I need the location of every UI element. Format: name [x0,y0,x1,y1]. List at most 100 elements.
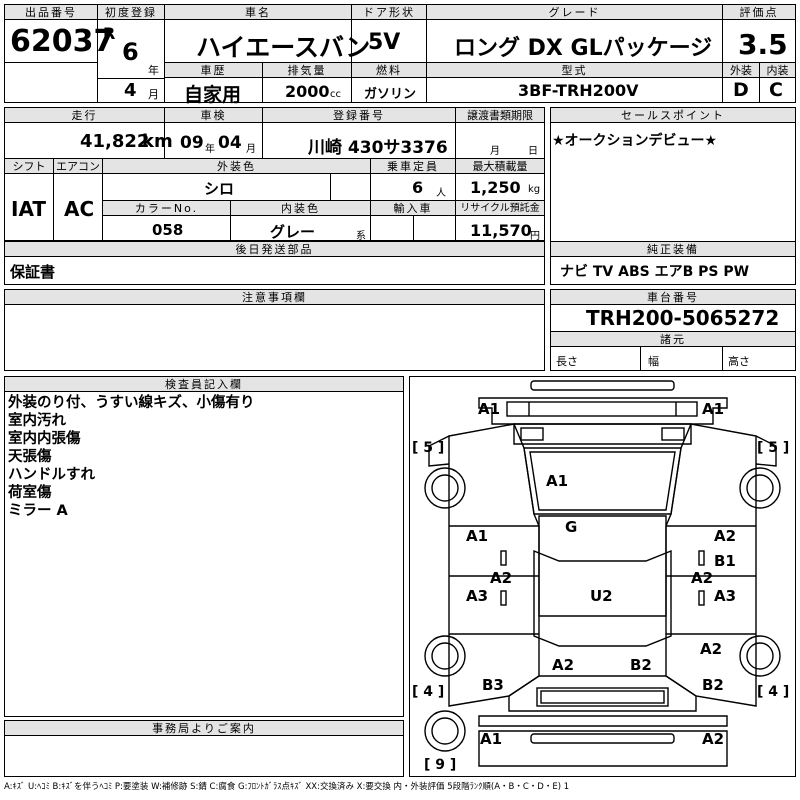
capacity-unit: 人 [436,188,446,199]
inspection-label: 車検 [165,108,262,123]
sales-point-label: セールスポイント [551,108,795,123]
length-label: 長さ [556,355,578,368]
inspector-line: ハンドルすれ [8,467,95,483]
mileage: 41,822 [80,131,150,152]
car-name: ハイエースバン [196,33,371,62]
fuel: ガソリン [364,87,417,102]
capacity: 6 [412,178,424,197]
damage-mark: A2 [702,730,725,748]
color-label: 外装色 [103,159,370,174]
chassis-number: TRH200-5065272 [586,306,780,330]
inspector-line: 外装のり付、うすい線キズ、小傷有り [8,395,255,411]
notes-label: 注意事項欄 [5,290,544,305]
history: 自家用 [184,84,242,106]
first-reg-label: 初度登録 [98,5,164,20]
damage-mark: A1 [466,527,489,545]
ac-label: エアコン [54,159,102,174]
door-type: 5V [368,30,401,55]
color-no: 058 [152,221,184,239]
wheel-label: [ 4 ] [757,684,790,700]
damage-mark: B2 [702,676,724,694]
recycle-unit: 円 [530,231,540,242]
exterior-grade: D [733,79,749,101]
damage-mark: A3 [466,587,489,605]
damage-mark: A2 [714,527,737,545]
max-load: 1,250 [470,178,521,197]
inspection-month-unit: 月 [246,144,256,155]
damage-mark: B1 [714,552,736,570]
damage-mark: A1 [478,400,501,418]
interior-color: グレー [270,223,316,241]
sales-point [550,107,796,285]
interior-label: 内装 [760,63,795,78]
load-label: 最大積載量 [456,159,544,174]
int-color-label: 内装色 [231,201,370,216]
damage-mark: B3 [482,676,504,694]
capacity-label: 乗車定員 [371,159,455,174]
chassis-label: 車台番号 [551,290,795,305]
recycle-label: リサイクル預託金 [456,201,544,216]
later-parts-label: 後日発送部品 [5,242,544,257]
inspector-line: 荷室傷 [8,485,52,501]
inspection-month: 04 [218,133,242,153]
interior-color-unit: 系 [356,231,366,242]
door-label: ドア形状 [352,5,426,20]
width-label: 幅 [648,355,659,368]
legend: A:ｷｽﾞ U:ﾍｺﾐ B:ｷｽﾞを伴うﾍｺﾐ P:要塗装 W:補修跡 S:錆 … [4,782,570,792]
damage-mark: A2 [490,569,513,587]
damage-mark: U2 [590,587,613,605]
inspector-line: 天張傷 [8,449,52,465]
lot-label: 出品番号 [5,5,97,20]
later-parts-text: 保証書 [10,263,56,281]
displacement-unit: cc [330,89,341,100]
equipment-label: 純正装備 [551,242,795,257]
sales-point-text: ★オークションデビュー★ [552,133,718,149]
interior-grade: C [769,79,783,101]
score: 3.5 [738,28,788,61]
load-unit: kg [528,184,541,195]
exterior-label: 外装 [723,63,759,78]
reg-year: 6 [122,38,139,66]
color-no-label: カラーNo. [103,201,230,216]
wheel-label: [ 4 ] [412,684,445,700]
fuel-label: 燃料 [352,63,426,78]
damage-mark: A3 [714,587,737,605]
damage-mark: A2 [552,656,575,674]
year-unit: 年 [148,64,159,77]
damage-mark: A2 [700,640,723,658]
model-label: 型式 [427,63,722,78]
import-label: 輸入車 [371,201,455,216]
car-name-label: 車名 [165,5,351,20]
transfer-month-unit: 月 [490,146,500,157]
era: R [103,24,116,43]
ac: AC [64,197,95,221]
later-parts [4,241,545,285]
equipment-text: ナビ TV ABS エアB PS PW [560,264,750,280]
inspection-year: 09 [180,133,204,153]
damage-mark: B2 [630,656,652,674]
dimensions-label: 諸元 [551,332,795,347]
grade-label: グレード [427,5,722,20]
mileage-unit: km [142,131,173,152]
inspector-notes [4,376,404,717]
month-unit: 月 [148,88,159,101]
height-label: 高さ [728,355,750,368]
shift-label: シフト [5,159,53,174]
chassis [550,289,796,371]
damage-mark: A2 [691,569,714,587]
inspector-line: ミラー A [8,503,68,519]
history-label: 車歴 [165,63,262,78]
lot-number: 62037 [10,24,115,59]
transfer-day-unit: 日 [528,146,538,157]
recycle-fee: 11,570 [470,221,532,240]
transfer-label: 譲渡書類期限 [456,108,544,123]
model: 3BF-TRH200V [518,81,639,100]
displacement: 2000 [285,82,330,101]
reg-month: 4 [124,80,137,101]
damage-mark: A1 [702,400,725,418]
damage-diagram [409,376,796,777]
grade: ロング DX GLパッケージ [454,36,713,61]
office-notice [4,720,404,777]
damage-mark: G [565,518,578,536]
plate-label: 登録番号 [263,108,455,123]
